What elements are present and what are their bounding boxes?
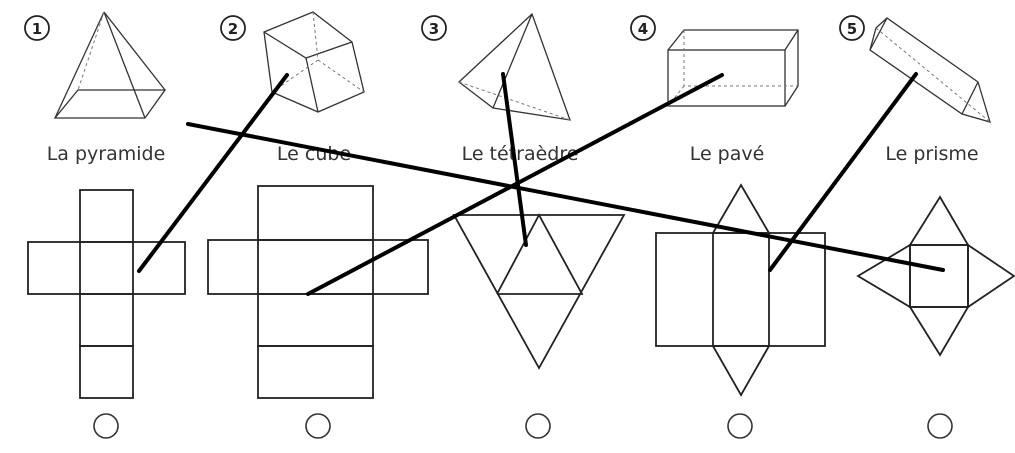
net-a-cube-cross bbox=[27, 189, 186, 399]
number-badge-3 bbox=[421, 15, 447, 41]
solid-label-3: Le tétraèdre bbox=[462, 143, 579, 165]
net-d-prism bbox=[655, 183, 826, 397]
pyramid-drawing bbox=[53, 11, 167, 119]
number-badge-5 bbox=[839, 15, 865, 41]
number-1: 1 bbox=[32, 20, 42, 38]
number-badge-1 bbox=[24, 15, 50, 41]
net-b-box bbox=[207, 185, 429, 399]
answer-circle-4[interactable] bbox=[727, 413, 753, 439]
number-badge-4 bbox=[630, 15, 656, 41]
number-2: 2 bbox=[228, 20, 238, 38]
solid-label-4: Le pavé bbox=[690, 143, 765, 165]
solid-4: 4 Le pavé bbox=[630, 15, 799, 165]
number-4: 4 bbox=[638, 20, 648, 38]
number-5: 5 bbox=[847, 20, 857, 38]
solid-label-2: Le cube bbox=[277, 143, 351, 165]
match-line-pyramid bbox=[186, 122, 945, 272]
solid-2: 2 Le cube bbox=[220, 11, 365, 165]
solid-5: 5 Le prisme bbox=[839, 15, 991, 165]
number-badge-2 bbox=[220, 15, 246, 41]
solid-label-5: Le prisme bbox=[885, 143, 978, 165]
tetrahedron-drawing bbox=[457, 12, 571, 121]
matching-lines bbox=[137, 72, 945, 296]
match-line-cube bbox=[137, 73, 289, 273]
solid-1: 1 La pyramide bbox=[24, 11, 167, 165]
net-e-pyramid bbox=[856, 195, 1015, 357]
net-c-tetrahedron bbox=[452, 213, 626, 370]
solid-label-1: La pyramide bbox=[47, 143, 166, 165]
answer-circle-5[interactable] bbox=[927, 413, 953, 439]
cube-drawing bbox=[263, 11, 365, 113]
answer-circle-1[interactable] bbox=[93, 413, 119, 439]
answer-circle-3[interactable] bbox=[525, 413, 551, 439]
number-3: 3 bbox=[429, 20, 439, 38]
answer-circle-2[interactable] bbox=[305, 413, 331, 439]
box-drawing bbox=[667, 29, 799, 107]
solid-3: 3 Le tétraèdre bbox=[421, 12, 579, 165]
answer-circles bbox=[93, 413, 953, 439]
prism-drawing bbox=[869, 17, 991, 123]
match-line-tetrahedron bbox=[501, 72, 528, 247]
match-line-prism bbox=[768, 72, 918, 272]
match-line-box bbox=[306, 73, 724, 296]
